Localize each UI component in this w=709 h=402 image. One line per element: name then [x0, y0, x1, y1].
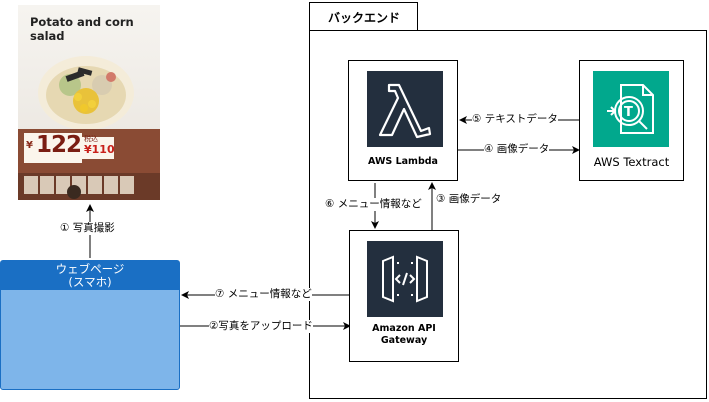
- edge-label-photo: ① 写真撮影: [60, 222, 115, 235]
- backend-title: バックエンド: [309, 2, 418, 31]
- price-currency: ¥: [26, 140, 33, 151]
- webpage-label-2: (スマホ): [68, 275, 112, 289]
- api-gateway-node[interactable]: Amazon API Gateway: [349, 230, 459, 362]
- edge-label-image-to-lambda: ③ 画像データ: [436, 193, 502, 206]
- textract-icon: T: [593, 71, 669, 147]
- api-gateway-label-1: Amazon API: [372, 323, 436, 334]
- edge-label-image-to-textract: ④ 画像データ: [484, 143, 550, 156]
- textract-label: AWS Textract: [593, 155, 670, 169]
- photo-title: Potato and corn salad: [30, 15, 134, 43]
- menu-photo-image: [18, 5, 160, 200]
- menu-photo: Potato and corn salad ¥ 122 税込 ¥110: [18, 5, 160, 200]
- svg-text:T: T: [624, 105, 633, 120]
- edge-label-text-from-textract: ⑤ テキストデータ: [472, 113, 558, 126]
- api-gateway-label-2: Gateway: [380, 335, 428, 346]
- webpage-node[interactable]: ウェブページ (スマホ): [0, 260, 180, 390]
- lambda-label: AWS Lambda: [368, 156, 438, 167]
- textract-node[interactable]: T AWS Textract: [579, 60, 684, 181]
- api-gateway-icon: [367, 241, 443, 317]
- edge-label-menu-to-web: ⑦ メニュー情報など: [215, 288, 312, 301]
- price-sub: ¥110: [84, 143, 115, 156]
- price-main: 122: [36, 132, 82, 158]
- edge-label-upload: ②写真をアップロード: [209, 320, 313, 333]
- edge-label-menu-to-apigw: ⑥ メニュー情報など: [325, 198, 422, 211]
- backend-group: [309, 30, 707, 399]
- price-sub-label: 税込: [84, 135, 98, 143]
- lambda-node[interactable]: AWS Lambda: [348, 60, 458, 181]
- webpage-label-1: ウェブページ: [55, 262, 125, 276]
- webpage-header: ウェブページ (スマホ): [1, 261, 179, 290]
- lambda-icon: [367, 71, 443, 147]
